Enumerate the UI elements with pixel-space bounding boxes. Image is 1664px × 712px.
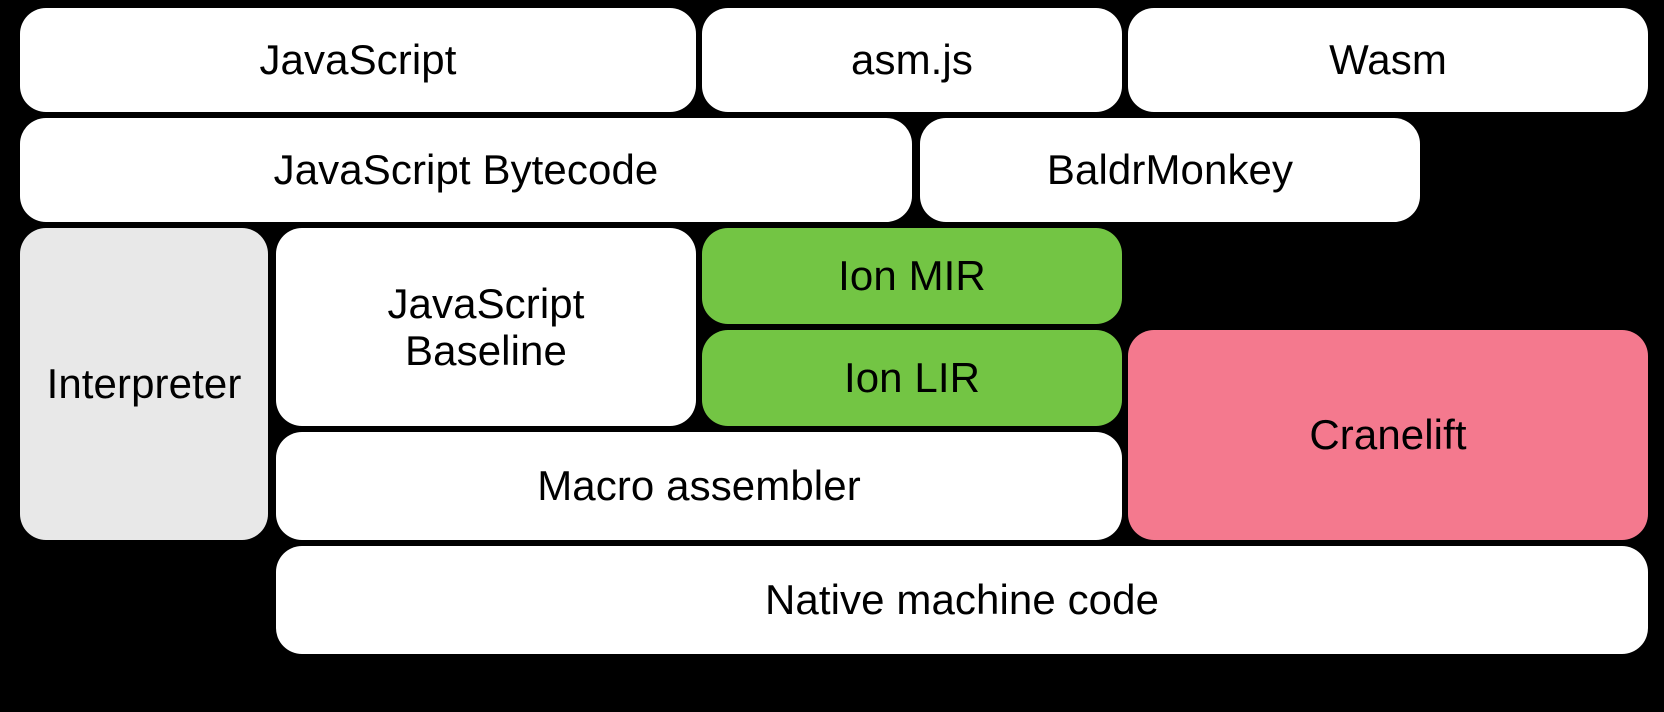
node-ion-mir: Ion MIR (702, 228, 1122, 324)
node-interpreter: Interpreter (20, 228, 268, 540)
node-native-machine-code: Native machine code (276, 546, 1648, 654)
node-wasm: Wasm (1128, 8, 1648, 112)
node-ion-lir: Ion LIR (702, 330, 1122, 426)
node-baldrmonkey: BaldrMonkey (920, 118, 1420, 222)
node-javascript-baseline: JavaScript Baseline (276, 228, 696, 426)
node-asmjs: asm.js (702, 8, 1122, 112)
node-javascript-bytecode: JavaScript Bytecode (20, 118, 912, 222)
node-macro-assembler: Macro assembler (276, 432, 1122, 540)
node-javascript: JavaScript (20, 8, 696, 112)
node-cranelift: Cranelift (1128, 330, 1648, 540)
